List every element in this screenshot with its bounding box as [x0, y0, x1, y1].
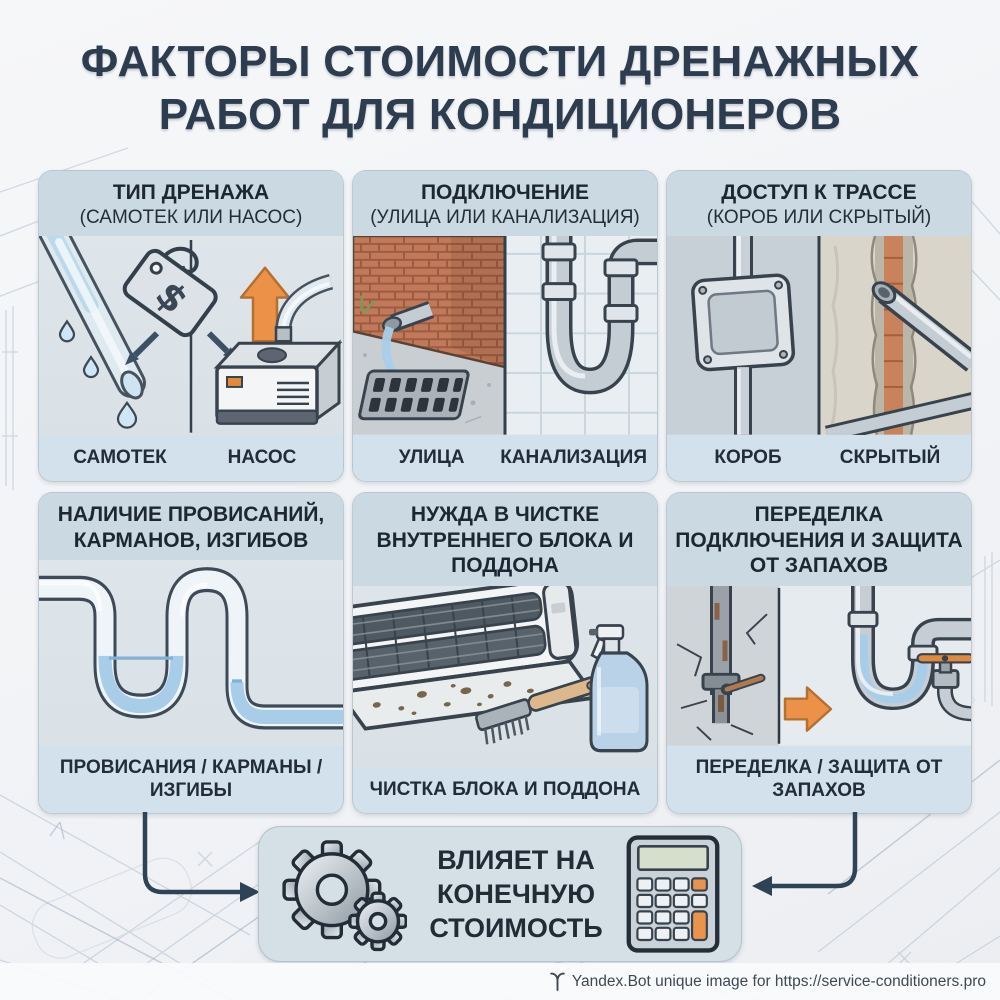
- panel-cleaning: НУЖДА В ЧИСТКЕ ВНУТРЕННЕГО БЛОКА И ПОДДО…: [352, 492, 658, 814]
- old-cracked-pipe-icon: [676, 585, 768, 741]
- cleaning-illustration-svg: [353, 585, 649, 753]
- panel-cleaning-caption: ЧИСТКА БЛОКА И ПОДДОНА: [353, 767, 657, 813]
- panel-sags-header: НАЛИЧИЕ ПРОВИСАНИЙ, КАРМАНОВ, ИЗГИБОВ: [39, 493, 343, 561]
- label-hidden: СКРЫТЫЙ: [839, 447, 941, 469]
- tag-arrows-icon: [125, 331, 237, 366]
- panel-rework-header: ПЕРЕДЕЛКА ПОДКЛЮЧЕНИЯ И ЗАЩИТА ОТ ЗАПАХО…: [667, 493, 971, 586]
- rework-illustration-svg: [667, 585, 971, 746]
- cleaning-brush-icon: [475, 675, 600, 745]
- panel-sags-illustration: [39, 560, 343, 745]
- panel-rework-illustration: [667, 585, 971, 746]
- sagging-tube-icon: [39, 567, 343, 730]
- panel-route-access-labels: КОРОБ СКРЫТЫЙ: [667, 435, 971, 481]
- connection-illustration-svg: [353, 236, 657, 435]
- panel-title: ПЕРЕДЕЛКА ПОДКЛЮЧЕНИЯ И ЗАЩИТА ОТ ЗАПАХО…: [675, 503, 963, 578]
- panel-connection-illustration: [353, 236, 657, 435]
- dirt-specks-icon: [372, 681, 534, 715]
- panel-drain-type-illustration: $: [39, 236, 343, 435]
- ac-indoor-unit-icon: [353, 585, 599, 731]
- panel-drain-type-header: ТИП ДРЕНАЖА (САМОТЕК ИЛИ НАСОС): [39, 171, 343, 237]
- page-title-line2: РАБОТ ДЛЯ КОНДИЦИОНЕРОВ: [158, 89, 842, 139]
- page-title-line1: ФАКТОРЫ СТОИМОСТИ ДРЕНАЖНЫХ: [80, 37, 920, 86]
- label-gravity: САМОТЕК: [73, 447, 167, 469]
- gears-icon: [282, 840, 407, 952]
- page-title: ФАКТОРЫ СТОИМОСТИ ДРЕНАЖНЫХ РАБОТ ДЛЯ КО…: [0, 36, 1000, 142]
- route-access-illustration-svg: [667, 236, 971, 435]
- label-pump: НАСОС: [227, 447, 297, 469]
- faucet-valve-icon: [916, 652, 971, 721]
- label-street: УЛИЦА: [398, 447, 465, 469]
- summary-box: ВЛИЯЕТ НА КОНЕЧНУЮ СТОИМОСТЬ: [258, 826, 742, 962]
- panel-title: ТИП ДРЕНАЖА: [112, 181, 270, 204]
- panel-title: ПОДКЛЮЧЕНИЕ: [420, 181, 590, 204]
- panel-route-access: ДОСТУП К ТРАССЕ (КОРОБ ИЛИ СКРЫТЫЙ): [666, 170, 972, 482]
- junction-box-scene-icon: [667, 236, 819, 435]
- panel-cleaning-illustration: [353, 585, 657, 767]
- street-drain-scene-icon: [353, 236, 507, 435]
- panel-subtitle: (КОРОБ ИЛИ СКРЫТЫЙ): [706, 206, 932, 228]
- spray-bottle-icon: [589, 623, 649, 753]
- panel-rework-caption: ПЕРЕДЕЛКА / ЗАЩИТА ОТ ЗАПАХОВ: [667, 745, 971, 813]
- panel-sags-caption: ПРОВИСАНИЯ / КАРМАНЫ / ИЗГИБЫ: [39, 745, 343, 813]
- water-drops-icon: [58, 319, 138, 430]
- footer-attribution-bar: Yandex.Bot unique image for https://serv…: [0, 963, 1000, 1000]
- summary-line3: СТОИМОСТЬ: [429, 913, 603, 943]
- label-sewer: КАНАЛИЗАЦИЯ: [500, 447, 647, 469]
- gravity-drain-tube-icon: [39, 236, 146, 400]
- panel-route-access-illustration: [667, 236, 971, 435]
- connector-arrowhead-right: [752, 876, 772, 896]
- sags-illustration-svg: [39, 567, 343, 730]
- summary-line2: КОНЕЧНУЮ: [436, 878, 596, 909]
- panel-title: ДОСТУП К ТРАССЕ: [721, 181, 917, 204]
- panel-title: НУЖДА В ЧИСТКЕ ВНУТРЕННЕГО БЛОКА И ПОДДО…: [376, 503, 634, 578]
- panel-drain-type-labels: САМОТЕК НАСОС: [39, 435, 343, 481]
- hidden-chase-scene-icon: [819, 236, 971, 435]
- summary-line1: ВЛИЯЕТ НА: [437, 844, 595, 875]
- condensate-pump-icon: [213, 274, 343, 426]
- yandex-bot-icon: [550, 972, 565, 991]
- sewer-trap-scene-icon: [505, 236, 657, 435]
- panel-rework: ПЕРЕДЕЛКА ПОДКЛЮЧЕНИЯ И ЗАЩИТА ОТ ЗАПАХО…: [666, 492, 972, 814]
- right-arrow-icon: [783, 686, 833, 732]
- panel-connection-header: ПОДКЛЮЧЕНИЕ (УЛИЦА ИЛИ КАНАЛИЗАЦИЯ): [353, 171, 657, 237]
- price-tag-icon: $: [122, 247, 218, 338]
- summary-text: ВЛИЯЕТ НА КОНЕЧНУЮ СТОИМОСТЬ: [429, 843, 602, 945]
- new-trap-pipe-icon: [847, 585, 971, 710]
- calculator-icon: [626, 835, 720, 953]
- panel-subtitle: (УЛИЦА ИЛИ КАНАЛИЗАЦИЯ): [370, 206, 640, 228]
- drain-type-illustration-svg: $: [39, 236, 343, 434]
- panel-connection-labels: УЛИЦА КАНАЛИЗАЦИЯ: [353, 435, 657, 481]
- connector-arrowhead-left: [240, 882, 260, 902]
- panel-drain-type: ТИП ДРЕНАЖА (САМОТЕК ИЛИ НАСОС): [38, 170, 344, 482]
- panel-route-access-header: ДОСТУП К ТРАССЕ (КОРОБ ИЛИ СКРЫТЫЙ): [667, 171, 971, 237]
- panel-cleaning-header: НУЖДА В ЧИСТКЕ ВНУТРЕННЕГО БЛОКА И ПОДДО…: [353, 493, 657, 586]
- footer-attribution-text: Yandex.Bot unique image for https://serv…: [571, 972, 986, 990]
- panel-connection: ПОДКЛЮЧЕНИЕ (УЛИЦА ИЛИ КАНАЛИЗАЦИЯ): [352, 170, 658, 482]
- panel-subtitle: (САМОТЕК ИЛИ НАСОС): [79, 206, 303, 228]
- panel-sags: НАЛИЧИЕ ПРОВИСАНИЙ, КАРМАНОВ, ИЗГИБОВ ПР…: [38, 492, 344, 814]
- panel-title: НАЛИЧИЕ ПРОВИСАНИЙ, КАРМАНОВ, ИЗГИБОВ: [57, 503, 325, 552]
- label-duct: КОРОБ: [714, 447, 782, 469]
